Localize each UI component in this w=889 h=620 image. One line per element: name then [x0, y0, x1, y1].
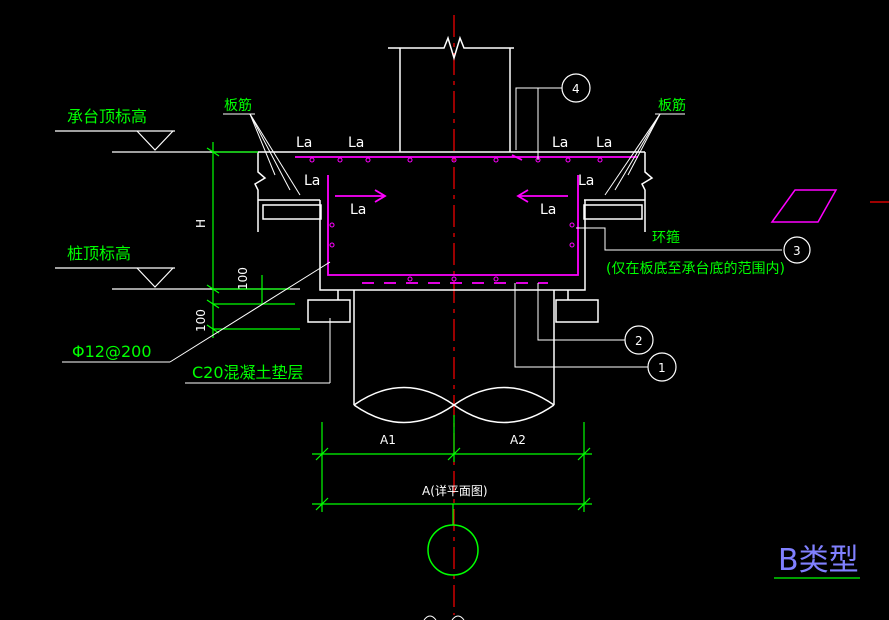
rebar-spec-label: Φ12@200	[72, 342, 152, 361]
la-label: La	[296, 135, 312, 151]
rebar-note-label-left: 板筋	[224, 97, 252, 114]
dim-100-label: 100	[236, 267, 250, 290]
dim-100-label: 100	[194, 309, 208, 332]
pile-top-elevation-marker	[55, 267, 300, 290]
height-h-label: H	[194, 219, 208, 228]
stirrup-note-label: (仅在板底至承台底的范围内)	[606, 260, 785, 277]
la-label: La	[552, 135, 568, 151]
pile	[353, 290, 555, 424]
dim-a2-label: A2	[510, 433, 526, 447]
vertical-dimension	[206, 142, 300, 338]
dim-a1-label: A1	[380, 433, 396, 447]
la-label: La	[348, 135, 364, 151]
type-title: B类型	[778, 543, 859, 578]
pile-cap-outline	[254, 151, 654, 323]
horizontal-dimensions	[312, 415, 592, 512]
callout-number-1: 1	[658, 361, 666, 375]
dim-a-label: A(详平面图)	[422, 483, 488, 498]
cushion-layer-label: C20混凝土垫层	[192, 363, 304, 382]
la-label: La	[304, 173, 320, 189]
spec-leaders	[62, 261, 331, 384]
la-label: La	[350, 202, 366, 218]
callout-circles	[561, 73, 811, 382]
axis-bubble	[427, 524, 479, 576]
column	[388, 35, 514, 152]
la-label: La	[540, 202, 556, 218]
pile-top-elevation-label: 桩顶标高	[67, 244, 131, 263]
rebar	[295, 154, 638, 284]
callout-number-2: 2	[635, 334, 643, 348]
section-symbol	[770, 189, 838, 223]
callout-number-4: 4	[572, 82, 580, 96]
stirrup-label: 环箍	[652, 229, 680, 246]
bottom-partial-marks	[423, 615, 465, 620]
rebar-note-label-right: 板筋	[658, 97, 686, 114]
rebar-note-leaders	[223, 113, 685, 196]
callout-leaders	[514, 87, 782, 368]
cap-top-elevation-label: 承台顶标高	[67, 107, 147, 126]
la-label: La	[596, 135, 612, 151]
cap-top-elevation-marker	[55, 130, 258, 153]
callout-number-3: 3	[793, 244, 801, 258]
la-label: La	[578, 173, 594, 189]
rebar-dots	[309, 157, 603, 282]
